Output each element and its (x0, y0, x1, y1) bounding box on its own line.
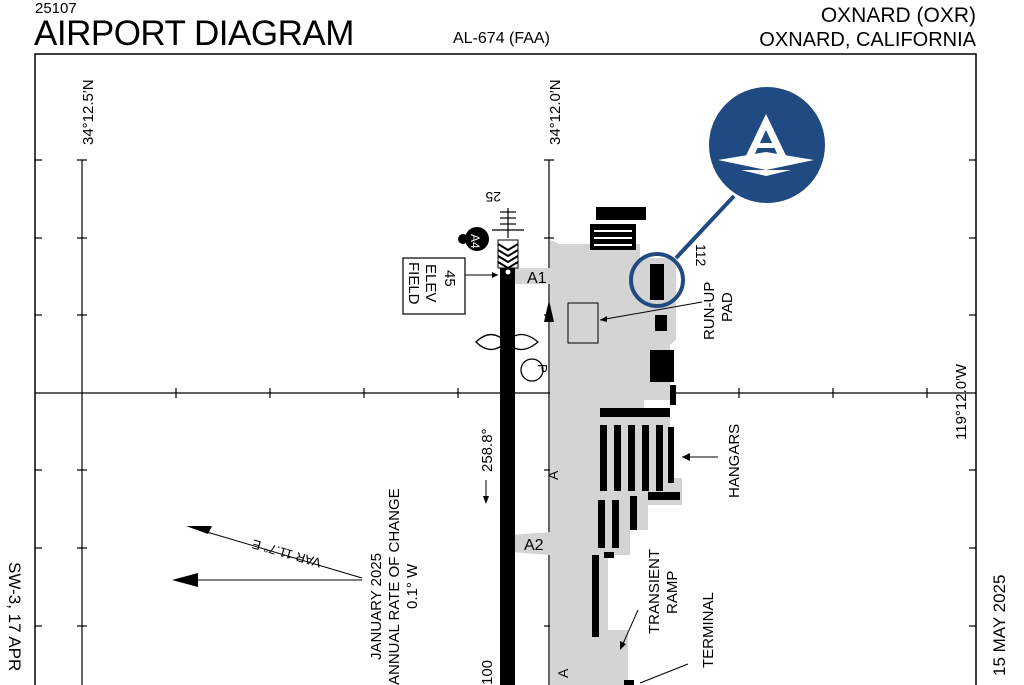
airport-name: OXNARD (OXR) (820, 4, 976, 27)
runway-heading: 258.8° (479, 428, 496, 472)
hotspot-marker (465, 227, 489, 251)
airport-city: OXNARD, CALIFORNIA (759, 29, 976, 51)
var-arrow-head (186, 526, 212, 534)
runup-label-2: PAD (719, 292, 736, 322)
field-elev-line2: ELEV (422, 264, 439, 302)
taxiway-a2-connector (510, 532, 550, 555)
lat-label-left: 34°12.5′N (80, 79, 97, 145)
map-frame (34, 53, 977, 685)
field-elev-box (402, 257, 466, 315)
variation-line1: JANUARY 2025 (368, 553, 385, 660)
runup-pad-box (567, 302, 599, 344)
hotspot-label: A4 (468, 234, 482, 249)
page-title: AIRPORT DIAGRAM (34, 14, 354, 53)
tower-height: 112 (693, 244, 709, 267)
lat-label-center: 34°12.0′N (547, 79, 564, 145)
callout-line (674, 194, 736, 260)
runway-length-partial: 100 (479, 660, 496, 685)
runway-threshold-light (505, 269, 511, 275)
taxiway-a-label-2: A (555, 668, 571, 678)
terminal-label: TERMINAL (700, 592, 717, 668)
var-arrow-line (189, 526, 363, 579)
field-elev-line1: FIELD (405, 262, 422, 305)
var-arrow-label: VAR 11.7° E (250, 536, 323, 570)
true-north-head (172, 573, 198, 587)
parking-label: P (535, 364, 550, 373)
taxiway-a2-label: A2 (524, 537, 544, 554)
grid-ticks (35, 159, 976, 627)
variation-line2: ANNUAL RATE OF CHANGE (386, 488, 403, 685)
transient-ramp-label-2: RAMP (664, 571, 681, 614)
runup-label-1: RUN-UP (701, 282, 718, 340)
lon-label-right: 119°12.0′W (953, 363, 970, 440)
runway-end-number: 25 (485, 189, 501, 205)
transient-ramp-label-1: TRANSIENT (646, 549, 663, 634)
airplane-logo-icon (718, 114, 814, 176)
runway-strip (500, 268, 515, 685)
approach-lights (492, 208, 524, 238)
document-code: AL-674 (FAA) (453, 30, 550, 47)
field-elev-value: 45 (441, 270, 458, 287)
taxiway-a-label-1: A (545, 470, 561, 480)
hangars-label: HANGARS (726, 424, 743, 498)
taxiway-a1-label: A1 (527, 270, 547, 287)
taxiway-a1-connector (510, 268, 550, 284)
highlight-ring (629, 252, 685, 308)
parking-icon (520, 358, 544, 382)
hangar-buildings (592, 408, 680, 685)
document-number: 25107 (35, 0, 77, 17)
variation-line3: 0.1° W (404, 563, 421, 609)
wind-cone-icon (544, 300, 554, 322)
segmented-circle-icon (475, 333, 540, 351)
building-stripes (594, 230, 632, 246)
